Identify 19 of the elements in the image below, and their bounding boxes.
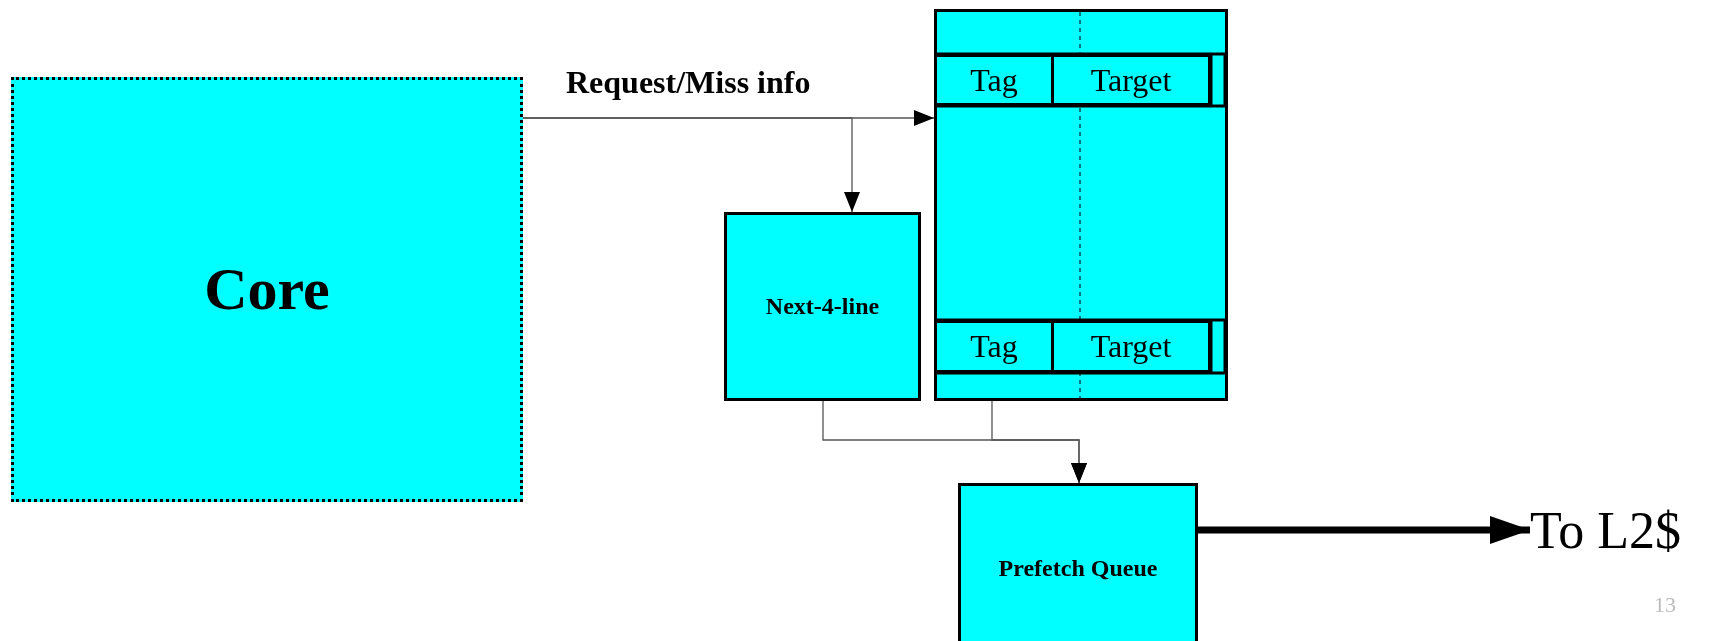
destination-label: To L2$ [1530,500,1681,560]
node-label: Prefetch Queue [998,554,1158,582]
table-cell [1051,320,1211,373]
arrow [522,117,860,213]
table-box [934,9,1228,401]
cell-text: Tag [970,61,1018,99]
node-label: Next-4-line [765,293,880,320]
node-title: Core [204,255,330,324]
block-box [724,212,921,401]
table-cell [934,320,1054,373]
arrow [991,400,1087,484]
page-number: 13 [1654,592,1676,618]
table-cell [1051,54,1211,106]
cell-text: Target [1090,328,1172,365]
cell-text: Target [1090,61,1172,99]
block-box [958,483,1198,641]
table-cell [934,54,1054,106]
block-box [11,77,523,502]
cell-text: Tag [970,328,1018,365]
